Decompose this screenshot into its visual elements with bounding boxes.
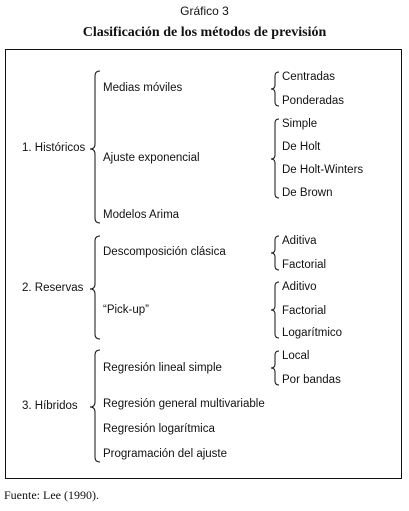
variant-de-holt-winters: De Holt-Winters [282,164,364,176]
variant-centradas: Centradas [282,71,336,83]
brace-ajuste-exponencial [270,118,280,199]
variant-factorial-1: Factorial [282,259,327,271]
method-regresion-general-multivariable: Regresión general multivariable [103,398,265,410]
method-ajuste-exponencial: Ajuste exponencial [103,152,200,164]
variant-logaritmico: Logarítmico [282,327,343,339]
variant-por-bandas: Por bandas [282,374,341,386]
method-modelos-arima: Modelos Arima [103,209,180,221]
brace-pick-up [270,281,280,339]
variant-simple: Simple [282,118,318,130]
brace-descomposicion-clasica [270,235,280,271]
figure-caption: Gráfico 3 [180,4,229,18]
method-pick-up: “Pick-up” [103,304,150,316]
figure-title: Clasificación de los métodos de previsió… [82,25,327,40]
method-descomposicion-clasica: Descomposición clásica [103,246,226,258]
variant-de-holt: De Holt [282,141,321,153]
method-regresion-logaritmica: Regresión logarítmica [103,423,215,435]
brace-historicos [89,70,101,224]
method-medias-moviles: Medias móviles [103,82,183,94]
group-label-hibridos: 3. Híbridos [22,400,78,412]
variant-local: Local [282,350,310,362]
variant-aditivo: Aditivo [282,281,317,293]
diagram-frame [5,49,402,479]
variant-aditiva: Aditiva [282,235,317,247]
figure-source: Fuente: Lee (1990). [4,488,99,502]
brace-regresion-lineal [270,350,280,386]
variant-factorial-2: Factorial [282,305,327,317]
variant-ponderadas: Ponderadas [282,95,345,107]
brace-medias-moviles [270,71,280,107]
method-programacion-del-ajuste: Programación del ajuste [103,448,228,460]
method-regresion-lineal-simple: Regresión lineal simple [103,362,222,374]
brace-hibridos [89,349,101,463]
group-label-reservas: 2. Reservas [22,282,84,294]
brace-reservas [89,235,101,340]
variant-de-brown: De Brown [282,187,333,199]
group-label-historicos: 1. Históricos [22,142,86,154]
